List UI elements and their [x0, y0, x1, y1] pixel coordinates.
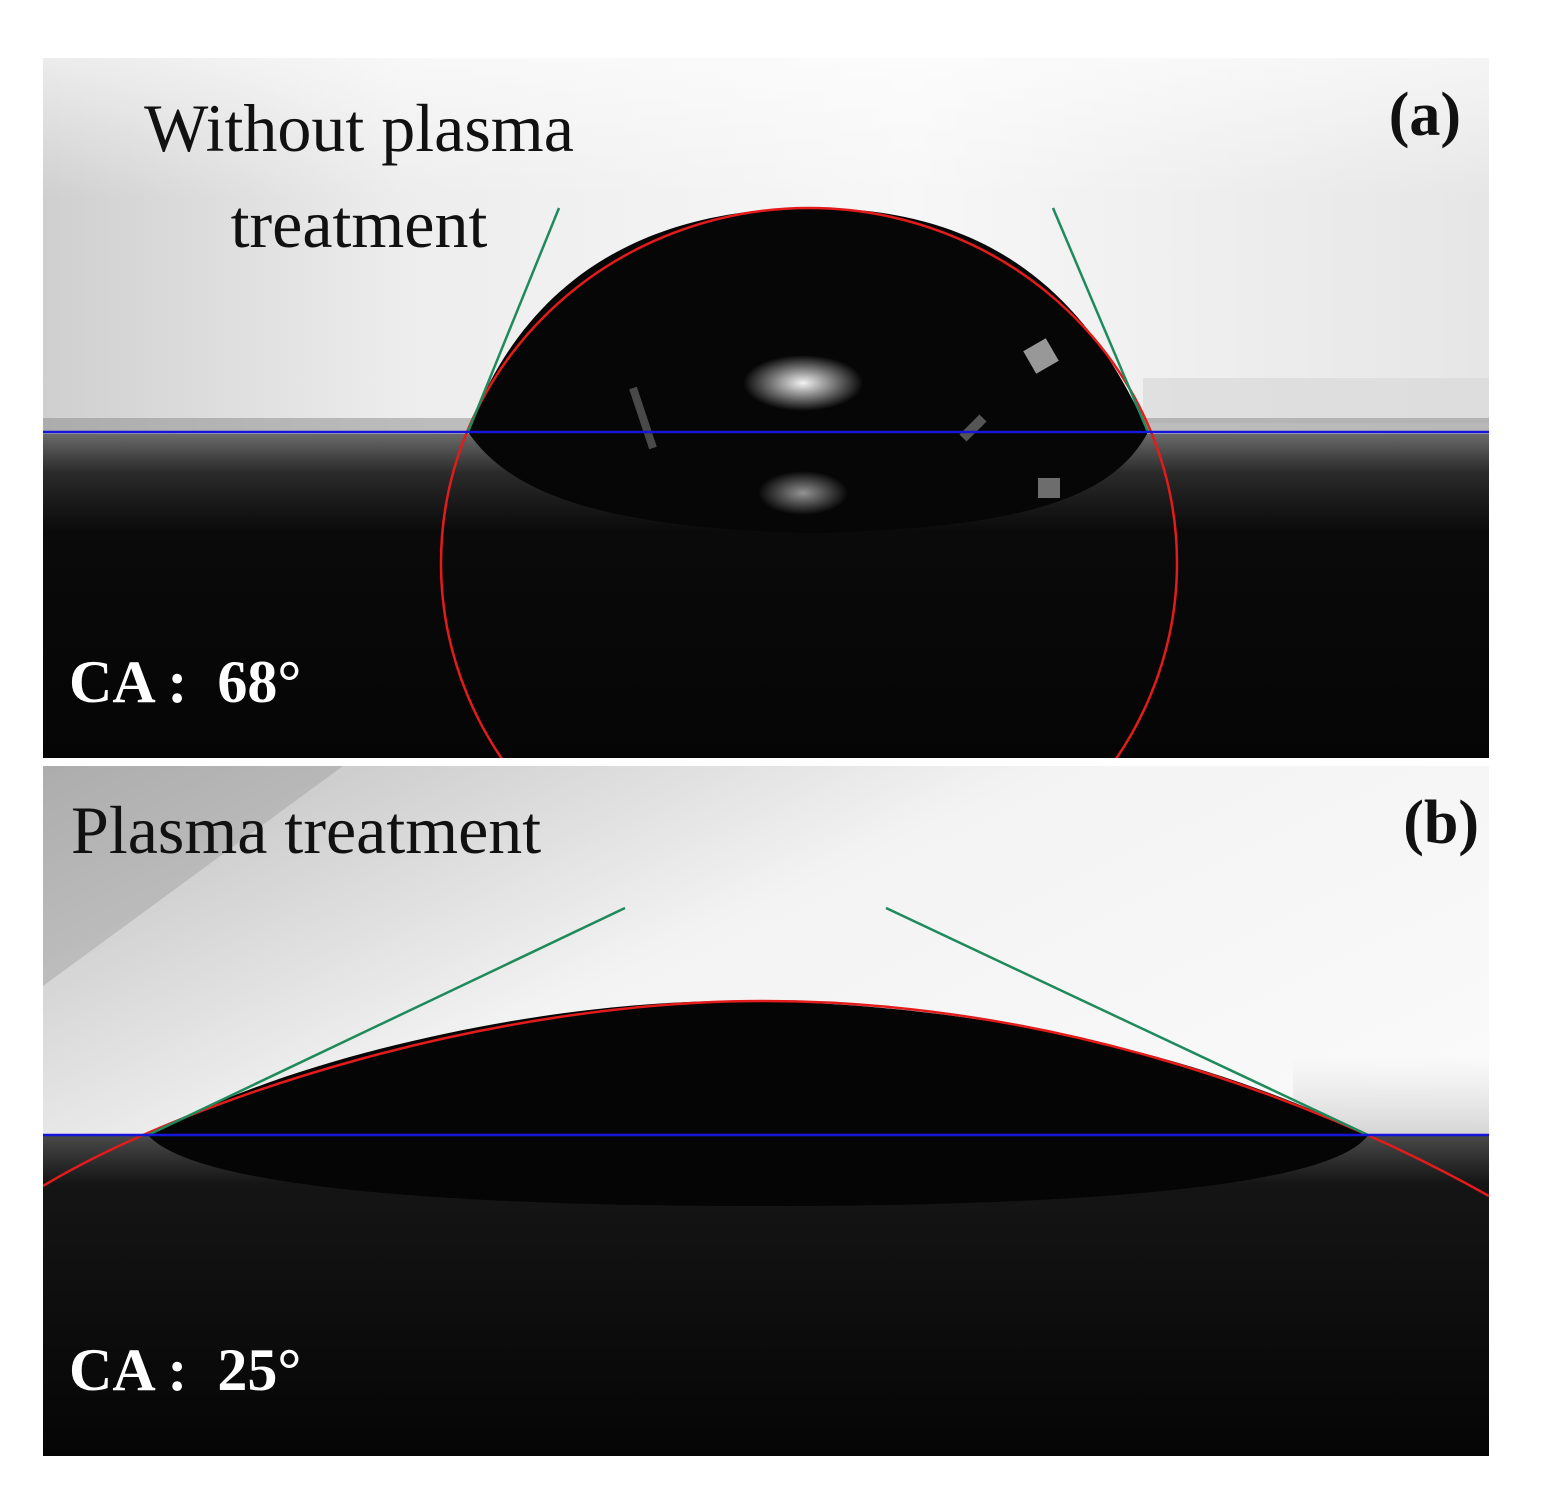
panel-b-contact-angle: CA : 25° [69, 1337, 302, 1403]
droplet-image-a [43, 58, 1489, 758]
panel-a-label: (a) [1388, 81, 1461, 149]
panel-a-caption: Without plasma treatment [144, 90, 574, 262]
panel-a-contact-angle: CA : 68° [69, 649, 302, 715]
panel-b-caption: Plasma treatment [71, 792, 542, 868]
panel-a-without-plasma: Without plasma treatment (a) CA : 68° [43, 58, 1489, 758]
panel-b-plasma: Plasma treatment (b) CA : 25° [43, 766, 1489, 1456]
droplet-image-b [43, 766, 1489, 1456]
panel-b-label: (b) [1403, 789, 1479, 857]
